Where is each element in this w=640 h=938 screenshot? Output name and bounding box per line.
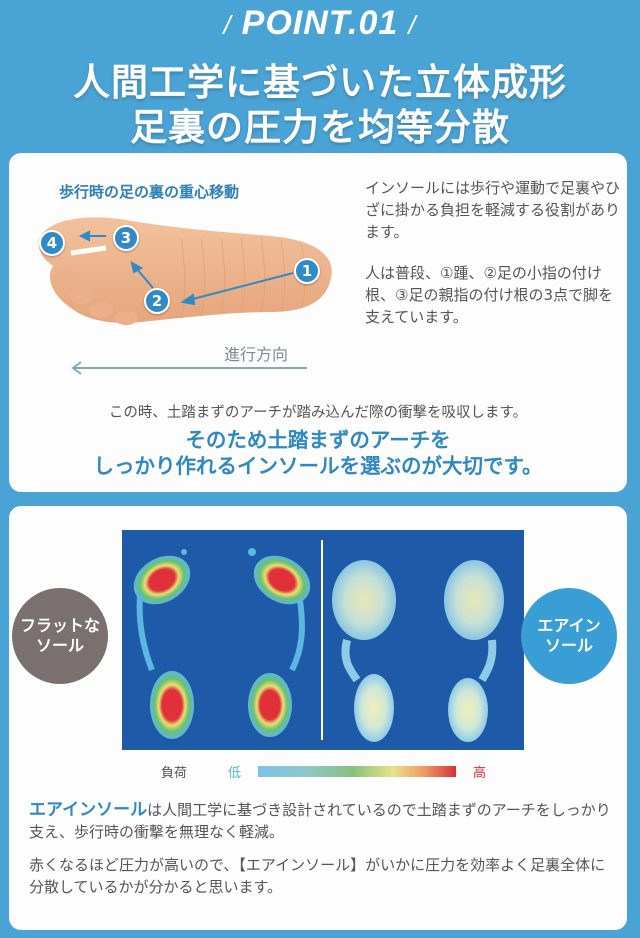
point-label: /POINT.01/ — [223, 4, 417, 42]
foot-sole-icon — [39, 217, 332, 325]
description-paragraph-1: インソールには歩行や運動で足裏やひざに掛かる負担を軽減する役割があります。 — [365, 179, 621, 241]
pressure-legend: 負荷 低 高 — [9, 760, 627, 782]
legend-label: 負荷 — [161, 766, 188, 781]
emphasis-line-1: そのため土踏まずのアーチを — [185, 428, 451, 452]
marker-4: 4 — [39, 230, 65, 256]
air-insole-label: エアイン ソール — [537, 616, 601, 655]
title-line-1: 人間工学に基づいた立体成形 — [73, 61, 567, 104]
direction-label: 進行方向 — [224, 345, 289, 364]
legend-gradient-bar — [258, 766, 456, 777]
diagram-title: 歩行時の足の裏の重心移動 — [59, 183, 240, 201]
title-line-2: 足裏の圧力を均等分散 — [130, 106, 510, 149]
air-insole-description-text: は人間工学に基づき設計されているので土踏まずのアーチをしっかり支え、歩行時の衝撃… — [29, 801, 611, 841]
marker-1: 1 — [294, 258, 320, 284]
flat-sole-badge: フラットな ソール — [12, 588, 108, 684]
marker-3: 3 — [113, 225, 139, 251]
emphasis-text: そのため土踏まずのアーチを しっかり作れるインソールを選ぶのが大切です。 — [9, 427, 627, 479]
emphasis-line-2: しっかり作れるインソールを選ぶのが大切です。 — [93, 454, 543, 478]
heatmap-divider — [321, 540, 323, 740]
comparison-panel: フラットな ソール — [9, 506, 627, 930]
description-paragraph-2: 人は普段、①踵、②足の小指の付け根、③足の親指の付け根の3点で脚を支えています。 — [365, 264, 613, 326]
legend-low: 低 — [228, 766, 242, 781]
marker-2: 2 — [144, 288, 170, 314]
foot-sole-illustration: 1 2 3 4 — [31, 208, 341, 330]
gait-panel: 歩行時の足の裏の重心移動 — [9, 153, 627, 492]
air-insole-badge: エアイン ソール — [521, 588, 617, 684]
flat-sole-label: フラットな ソール — [19, 616, 100, 655]
arrow-left-icon — [71, 361, 307, 375]
legend-high: 高 — [473, 766, 487, 781]
pressure-explanation: 赤くなるほど圧力が高いので、【エアインソール】がいかに圧力を効率よく足裏全体に分… — [29, 856, 606, 896]
header: /POINT.01/ 人間工学に基づいた立体成形 足裏の圧力を均等分散 — [0, 0, 640, 150]
air-insole-description: エアインソールは人間工学に基づき設計されているので土踏まずのアーチをしっかり支え… — [29, 799, 619, 843]
arch-note: この時、土踏まずのアーチが踏み込んだ際の衝撃を吸収します。 — [108, 405, 528, 421]
pressure-heatmap — [122, 530, 524, 750]
foot-pressure-map-icon — [133, 548, 504, 742]
description: インソールには歩行や運動で足裏やひざに掛かる負担を軽減する役割があります。 人は… — [365, 177, 623, 328]
air-insole-highlight: エアインソール — [29, 800, 148, 820]
